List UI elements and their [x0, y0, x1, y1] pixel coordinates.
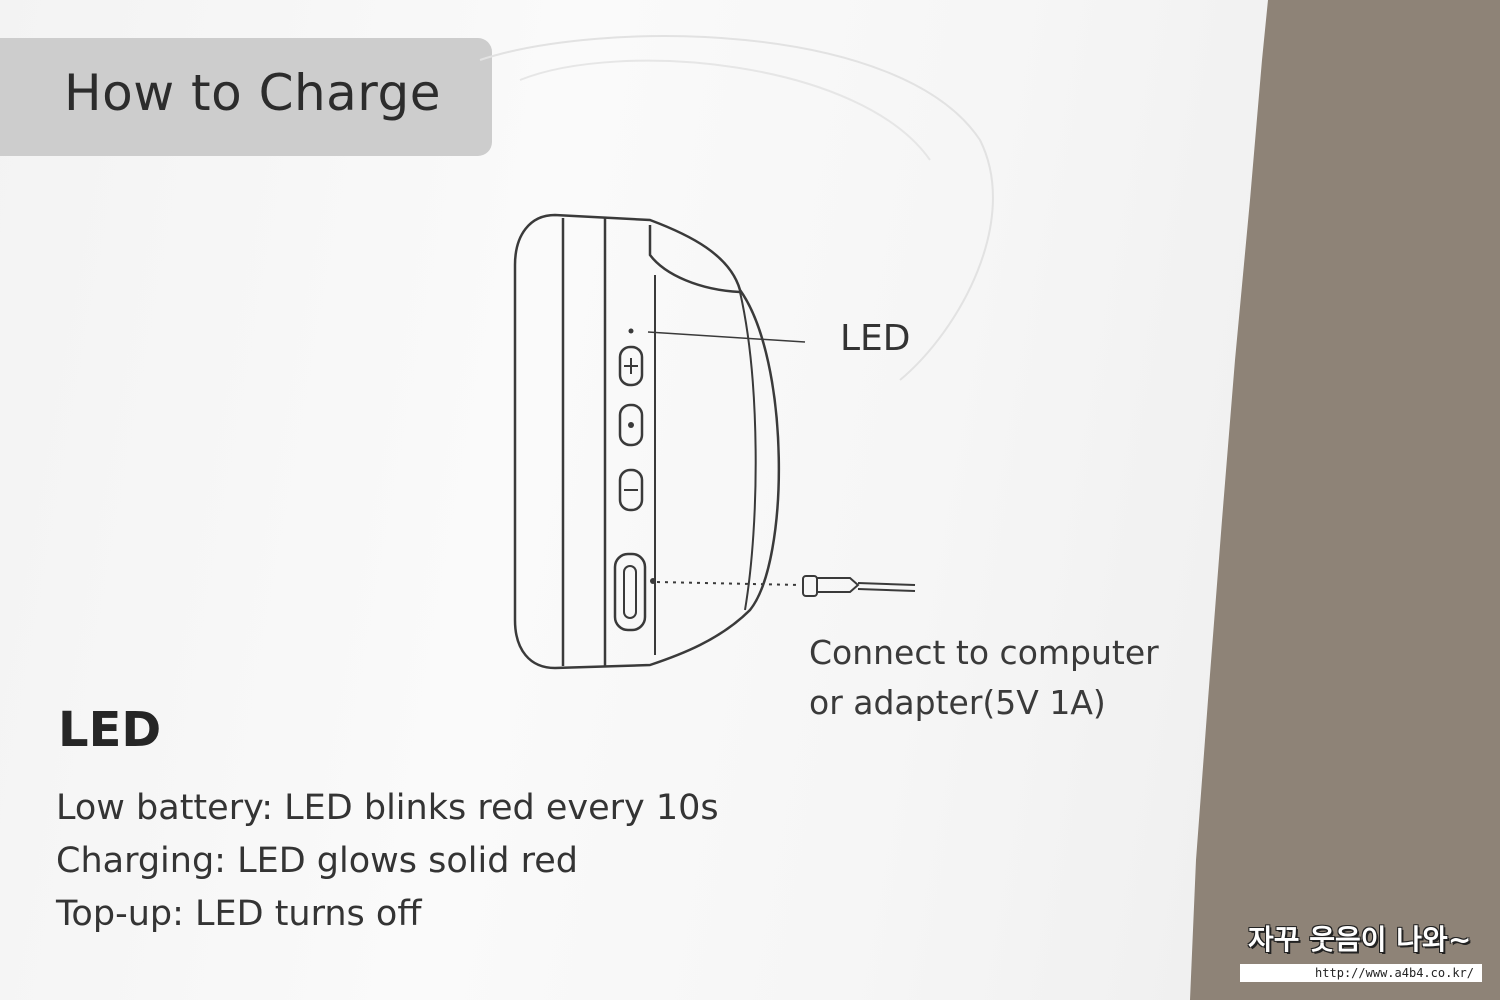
- volume-down-button-icon: [618, 468, 644, 512]
- usb-c-port-icon: [613, 552, 647, 632]
- charge-callout-line: Connect to computer: [809, 633, 1159, 672]
- charge-callout-line: or adapter(5V 1A): [809, 683, 1106, 722]
- led-callout-label: LED: [840, 318, 911, 359]
- watermark-url: http://www.a4b4.co.kr/: [1240, 964, 1482, 982]
- earcup-outline: [513, 213, 781, 670]
- led-status-list: Low battery: LED blinks red every 10s Ch…: [56, 782, 719, 941]
- led-status-line: Low battery: LED blinks red every 10s: [56, 788, 719, 828]
- volume-up-button-icon: [618, 345, 644, 387]
- led-indicator-icon: [628, 328, 634, 334]
- page-title: How to Charge: [64, 64, 441, 122]
- usb-cable-icon: [802, 575, 916, 597]
- watermark: 자꾸 웃음이 나와~ http://www.a4b4.co.kr/: [1240, 918, 1490, 986]
- led-status-line: Charging: LED glows solid red: [56, 841, 578, 881]
- charge-callout-label: Connect to computer or adapter(5V 1A): [809, 628, 1159, 728]
- header-bar: [0, 38, 492, 156]
- led-section-heading: LED: [58, 702, 162, 758]
- led-status-line: Top-up: LED turns off: [56, 894, 422, 934]
- play-button-icon: [618, 403, 644, 447]
- watermark-text: 자꾸 웃음이 나와~: [1248, 923, 1472, 956]
